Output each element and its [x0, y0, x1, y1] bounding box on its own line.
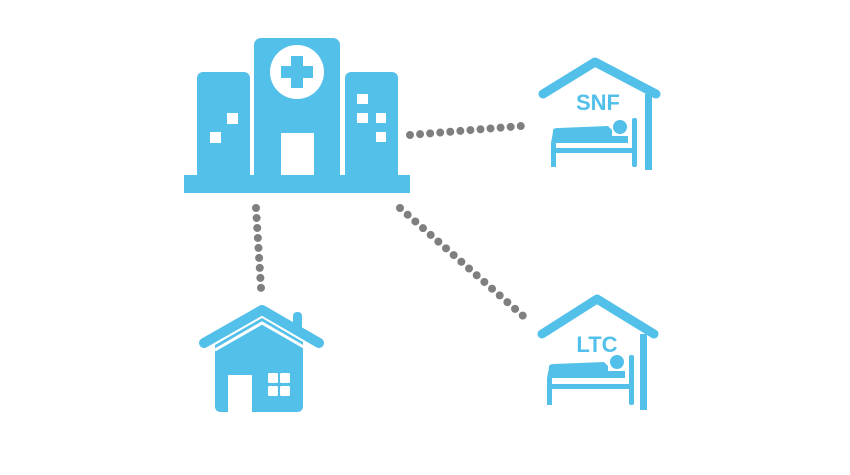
home-icon: [199, 305, 324, 412]
bed-icon: [551, 118, 637, 167]
connector-hospital-ltc: [396, 204, 534, 326]
connector-hospital-home: [252, 204, 265, 292]
ltc-label: LTC: [576, 332, 617, 357]
ltc-facility-icon: LTC: [537, 294, 659, 410]
hospital-icon: [184, 38, 410, 193]
bed-icon: [547, 355, 634, 405]
snf-facility-icon: SNF: [538, 57, 661, 170]
connector-hospital-snf: [406, 122, 525, 139]
snf-label: SNF: [576, 90, 620, 115]
